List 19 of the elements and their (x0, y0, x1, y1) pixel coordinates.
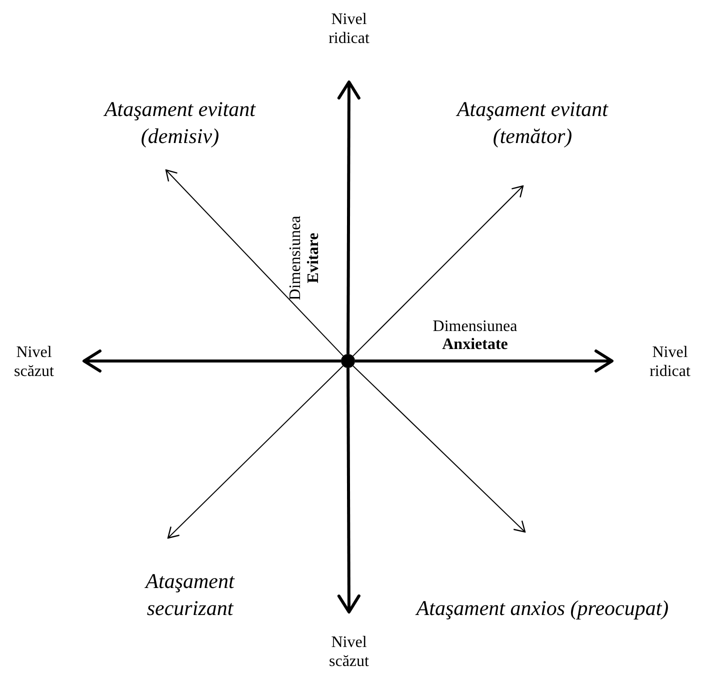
attachment-style-label: Ataşament evitant (demisiv) (102, 96, 257, 150)
axis-label: Dimensiunea Evitare (287, 214, 323, 302)
level-label: Nivel ridicat (648, 343, 692, 381)
arrow (167, 365, 344, 539)
arrow (165, 169, 344, 356)
attachment-style-label: Ataşament securizant (144, 568, 236, 622)
level-label: Nivel scăzut (13, 343, 55, 381)
level-label: Nivel ridicat (328, 10, 370, 48)
arrow (352, 185, 524, 357)
attachment-style-label: Ataşament anxios (preocupat) (415, 595, 670, 622)
axis-label: Dimensiunea Anxietate (432, 318, 518, 354)
arrow (355, 350, 614, 372)
level-label: Nivel scăzut (328, 633, 370, 671)
attachment-style-label: Ataşament evitant (temător) (454, 96, 610, 150)
arrow (82, 350, 341, 372)
arrow (337, 80, 360, 354)
arrow (337, 368, 360, 614)
center-dot (341, 354, 355, 368)
arrow (352, 365, 526, 533)
